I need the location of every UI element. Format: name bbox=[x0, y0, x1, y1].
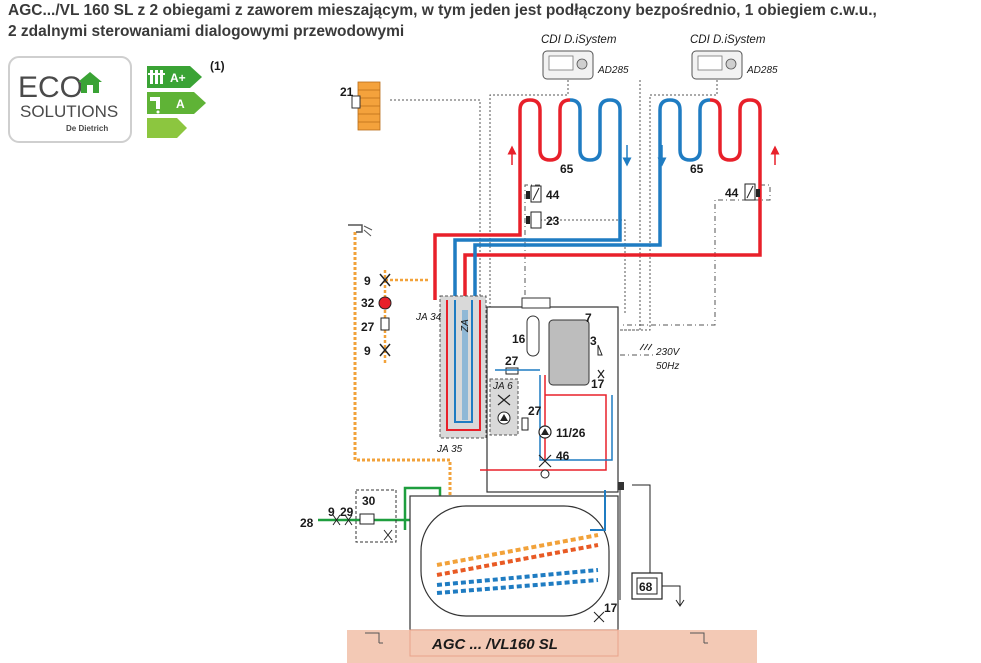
label-30: 30 bbox=[362, 494, 376, 508]
eco-brand-top: ECO bbox=[18, 71, 83, 104]
three-way-valve-46 bbox=[538, 454, 552, 479]
label-27-low: 27 bbox=[528, 404, 542, 418]
control-2-name: CDI D.iSystem bbox=[690, 34, 766, 46]
label-9-bottom: 9 bbox=[364, 344, 371, 358]
control-1-name: CDI D.iSystem bbox=[541, 34, 617, 46]
heating-loop-left bbox=[433, 98, 622, 300]
base-label: AGC ... /VL160 SL bbox=[431, 636, 558, 653]
control-wiring bbox=[390, 80, 771, 356]
circulator-11-26 bbox=[538, 425, 552, 439]
rating-dhw: A bbox=[176, 97, 185, 111]
title-line-2: 2 zdalnymi sterowaniami dialogowymi prze… bbox=[8, 23, 405, 40]
label-65-right: 65 bbox=[690, 162, 704, 176]
dhw-tank: 17 bbox=[409, 490, 621, 631]
heating-loop-right bbox=[463, 98, 762, 300]
label-27-mid: 27 bbox=[505, 354, 519, 368]
control-2-model: AD285 bbox=[746, 65, 778, 76]
label-21: 21 bbox=[340, 85, 354, 99]
radiator-icon bbox=[148, 70, 165, 84]
check-valve-27-left: 27 bbox=[361, 317, 390, 334]
energy-rating-third bbox=[147, 118, 187, 138]
outdoor-sensor-wall: 21 bbox=[340, 81, 381, 131]
label-23: 23 bbox=[546, 214, 560, 228]
hydraulic-kit-ja6: JA 6 bbox=[489, 378, 519, 436]
label-17-top: 17 bbox=[591, 377, 605, 391]
label-16: 16 bbox=[512, 332, 526, 346]
label-28: 28 bbox=[300, 516, 314, 530]
rating-heating: A+ bbox=[170, 71, 186, 85]
tap-icon bbox=[150, 97, 160, 114]
remote-control-1: CDI D.iSystem AD285 bbox=[541, 34, 629, 80]
valve-9-top: 9 bbox=[364, 273, 391, 288]
diagram-title: AGC.../VL 160 SL z 2 obiegami z zaworem … bbox=[8, 0, 978, 42]
label-230v: 230V bbox=[655, 347, 681, 358]
external-device-68: 68 bbox=[631, 484, 685, 607]
label-68: 68 bbox=[639, 580, 653, 594]
hydraulic-kit-ja34: JA 34 ZA JA 35 bbox=[415, 295, 487, 455]
label-3: 3 bbox=[590, 334, 597, 348]
indoor-unit: 16 7 3 27 17 27 11/26 46 bbox=[480, 297, 624, 493]
label-za: ZA bbox=[460, 319, 471, 333]
cold-water-inlet: 30 29 9 28 bbox=[300, 486, 442, 543]
label-44-right: 44 bbox=[725, 186, 739, 200]
remote-control-2: CDI D.iSystem AD285 bbox=[690, 34, 778, 80]
label-65-left: 65 bbox=[560, 162, 574, 176]
safety-thermostat-44-right: 44 bbox=[725, 183, 760, 201]
label-9-top: 9 bbox=[364, 274, 371, 288]
energy-rating-dhw: A bbox=[147, 92, 206, 114]
floor-base: AGC ... /VL160 SL bbox=[347, 629, 757, 663]
power-supply: 230V 50Hz bbox=[639, 343, 681, 372]
label-29: 29 bbox=[340, 505, 354, 519]
circulator-32: 32 bbox=[361, 296, 392, 310]
label-17-bottom: 17 bbox=[604, 601, 618, 615]
eco-brand-bottom: De Dietrich bbox=[66, 124, 108, 133]
eco-solutions-logo: ECO SOLUTIONS De Dietrich bbox=[8, 56, 132, 143]
valve-9-bottom: 9 bbox=[364, 343, 391, 358]
energy-rating-heating: A+ bbox=[147, 66, 202, 88]
label-44-left: 44 bbox=[546, 188, 560, 202]
label-9-inlet: 9 bbox=[328, 505, 335, 519]
sensor-23: 23 bbox=[526, 211, 560, 229]
label-11-26: 11/26 bbox=[556, 426, 586, 440]
label-ja6: JA 6 bbox=[492, 381, 513, 392]
eco-brand-mid: SOLUTIONS bbox=[20, 102, 118, 121]
label-50hz: 50Hz bbox=[656, 361, 679, 372]
label-ja35: JA 35 bbox=[436, 444, 463, 455]
label-ja34: JA 34 bbox=[415, 312, 442, 323]
house-icon bbox=[78, 72, 102, 93]
footnote-label: (1) bbox=[210, 59, 225, 73]
label-7: 7 bbox=[585, 311, 592, 325]
safety-thermostat-44-left: 44 bbox=[526, 185, 560, 203]
label-46: 46 bbox=[556, 449, 570, 463]
label-32: 32 bbox=[361, 296, 375, 310]
shower-tap-icon bbox=[348, 224, 373, 237]
control-1-model: AD285 bbox=[597, 65, 629, 76]
label-27-left: 27 bbox=[361, 320, 375, 334]
title-line-1: AGC.../VL 160 SL z 2 obiegami z zaworem … bbox=[8, 2, 877, 19]
